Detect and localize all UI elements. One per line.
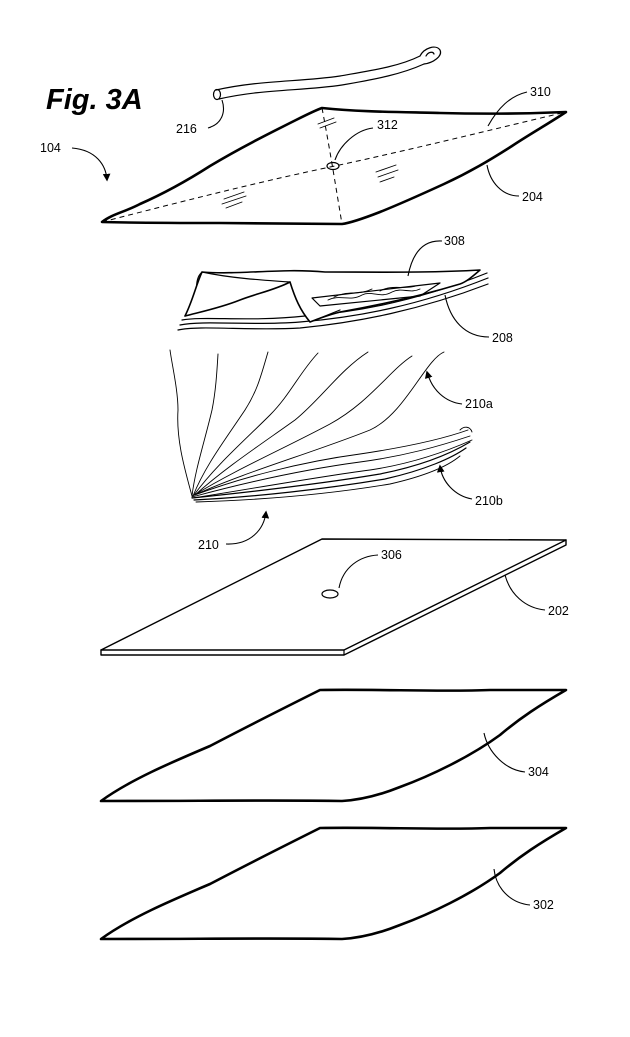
sheet-302 [99, 826, 568, 941]
hole-306 [321, 589, 339, 599]
sheet-304 [99, 688, 568, 803]
reference-numerals: 104 216 312 310 204 308 208 210a 210b 21… [40, 85, 569, 912]
label-210: 210 [198, 538, 219, 552]
label-308: 308 [444, 234, 465, 248]
fibers-210 [169, 349, 473, 503]
plate-202 [100, 538, 567, 656]
pouch-104 [100, 106, 568, 226]
label-202: 202 [548, 604, 569, 618]
figure-title: Fig. 3A [46, 84, 143, 116]
folded-layer-208 [177, 269, 489, 331]
label-210b: 210b [475, 494, 503, 508]
label-104: 104 [40, 141, 61, 155]
label-304: 304 [528, 765, 549, 779]
port-312 [326, 161, 340, 171]
label-208: 208 [492, 331, 513, 345]
tube-216 [212, 46, 442, 101]
label-216: 216 [176, 122, 197, 136]
label-302: 302 [533, 898, 554, 912]
label-204: 204 [522, 190, 543, 204]
label-312: 312 [377, 118, 398, 132]
leader-lines [71, 91, 546, 906]
label-306: 306 [381, 548, 402, 562]
label-210a: 210a [465, 397, 493, 411]
label-310: 310 [530, 85, 551, 99]
